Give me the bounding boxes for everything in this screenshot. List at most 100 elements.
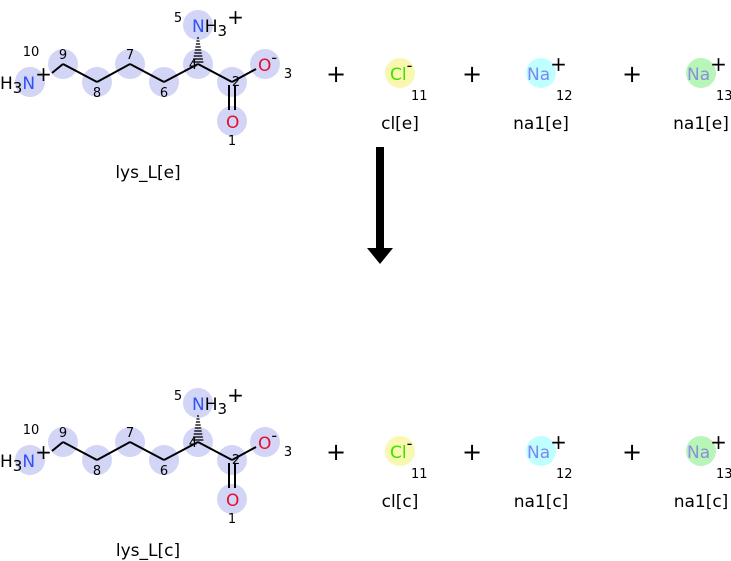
element-symbol: Cl xyxy=(390,65,407,85)
species-label-na1: na1[c] xyxy=(514,492,569,512)
atom-highlight xyxy=(183,388,213,418)
bond xyxy=(231,68,257,83)
atom-index: 4 xyxy=(189,436,197,451)
atom-highlight xyxy=(217,106,247,136)
species-label-na2: na1[c] xyxy=(674,492,729,512)
atom-index: 13 xyxy=(716,467,731,482)
atom-na: Na+ xyxy=(527,52,567,85)
atom-na: Na+ xyxy=(527,430,567,463)
arrow-head xyxy=(367,248,393,264)
atom-index: 3 xyxy=(284,445,292,460)
atom-highlight-cl xyxy=(385,58,415,88)
charge-plus: + xyxy=(710,52,727,76)
atom-n-alpha: NH3+ xyxy=(192,5,244,40)
atom-index: 2 xyxy=(232,453,240,468)
bond xyxy=(163,441,199,461)
atom-index: 10 xyxy=(23,45,40,60)
plus-sign: + xyxy=(622,60,642,88)
atom-n-amino-terminal: H3N+ xyxy=(0,62,52,97)
atom-highlight-cl xyxy=(385,436,415,466)
charge-minus: - xyxy=(407,434,413,453)
hydrogen-count: 3 xyxy=(218,22,228,40)
atom-index: 7 xyxy=(126,48,134,63)
atom-index: 9 xyxy=(59,426,67,441)
atom-highlight xyxy=(250,427,280,457)
atom-index: 5 xyxy=(174,389,182,404)
charge-plus: + xyxy=(550,52,567,76)
plus-sign: + xyxy=(462,60,482,88)
atom-na: Na+ xyxy=(687,430,727,463)
hydrogen-label: H xyxy=(205,17,218,37)
hydrogen-count: 3 xyxy=(13,79,23,97)
atom-highlight-na xyxy=(526,58,556,88)
bond xyxy=(62,441,98,461)
hydrogen-label: H xyxy=(205,395,218,415)
atom-index: 6 xyxy=(160,464,168,479)
atom-index: 9 xyxy=(59,48,67,63)
atom-index: 8 xyxy=(93,464,101,479)
atom-o-carboxylate: O- xyxy=(258,426,277,454)
charge-plus: + xyxy=(710,430,727,454)
atom-o-carbonyl: O xyxy=(226,491,239,511)
atom-n: N xyxy=(192,17,205,37)
arrow-shaft xyxy=(376,147,384,250)
atom-o: O xyxy=(226,491,239,511)
atom-index: 4 xyxy=(189,58,197,73)
atom-index: 12 xyxy=(556,89,573,104)
reaction-arrow xyxy=(367,147,393,264)
atom-index: 12 xyxy=(556,467,573,482)
atom-cl: Cl- xyxy=(390,56,412,85)
atom-highlight xyxy=(183,10,213,40)
charge-plus: + xyxy=(35,440,52,464)
atom-highlight-na xyxy=(686,436,716,466)
atom-n: N xyxy=(22,452,35,472)
species-label-na2: na1[e] xyxy=(673,114,729,134)
atom-highlight-na xyxy=(526,436,556,466)
plus-sign: + xyxy=(326,438,346,466)
atom-cl: Cl- xyxy=(390,434,412,463)
atom-n: N xyxy=(192,395,205,415)
bond xyxy=(96,441,131,461)
atom-highlight xyxy=(15,445,45,475)
atom-index: 2 xyxy=(232,75,240,90)
atom-highlight-na xyxy=(686,58,716,88)
atom-index: 11 xyxy=(411,467,428,482)
element-symbol: Na xyxy=(687,443,710,463)
hydrogen-count: 3 xyxy=(13,457,23,475)
atom-o: O xyxy=(226,113,239,133)
atom-index: 13 xyxy=(716,89,731,104)
atom-n-amino-terminal: H3N+ xyxy=(0,440,52,475)
element-symbol: Na xyxy=(527,443,550,463)
bond xyxy=(197,63,233,83)
atom-o: O xyxy=(258,56,271,76)
atom-index: 1 xyxy=(228,512,236,527)
atom-o-carbonyl: O xyxy=(226,113,239,133)
species-label-na1: na1[e] xyxy=(513,114,569,134)
bond xyxy=(129,63,165,83)
element-symbol: Na xyxy=(687,65,710,85)
atom-index: 10 xyxy=(23,423,40,438)
charge-plus: + xyxy=(35,62,52,86)
hydrogen-count: 3 xyxy=(218,400,228,418)
charge-minus: - xyxy=(407,56,413,75)
species-label-cl: cl[c] xyxy=(382,492,419,512)
bond xyxy=(231,446,257,461)
charge-plus: + xyxy=(227,5,244,29)
atom-index: 1 xyxy=(228,134,236,149)
atom-o-carboxylate: O- xyxy=(258,48,277,76)
atom-index: 3 xyxy=(284,67,292,82)
atom-o: O xyxy=(258,434,271,454)
bond xyxy=(96,63,131,83)
charge-plus: + xyxy=(550,430,567,454)
atom-highlight xyxy=(217,484,247,514)
bond xyxy=(163,63,199,83)
species-label-lys: lys_L[e] xyxy=(115,163,180,183)
atom-highlight xyxy=(15,67,45,97)
species-label-lys: lys_L[c] xyxy=(116,541,180,561)
species-label-cl: cl[e] xyxy=(381,114,419,134)
hydrogen-label: H xyxy=(0,74,13,94)
